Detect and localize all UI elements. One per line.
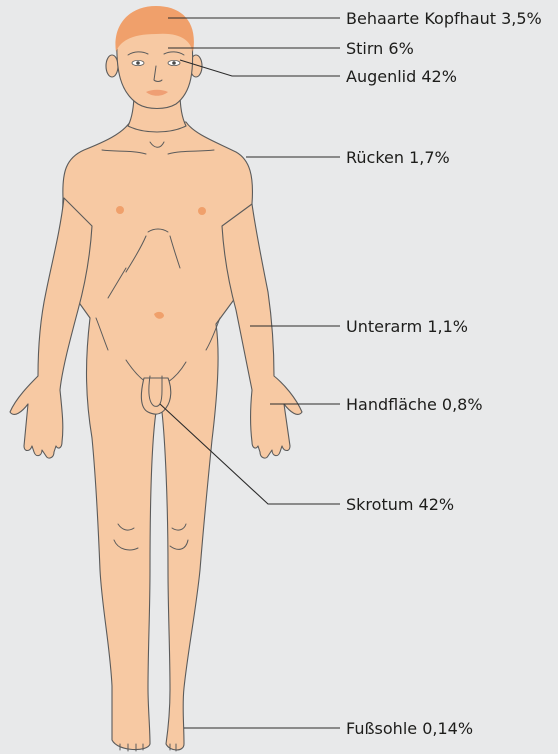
label-scalp: Behaarte Kopfhaut 3,5% [346,9,542,28]
left-pupil [136,61,140,65]
label-sole: Fußsohle 0,14% [346,719,473,738]
right-pupil [172,61,176,65]
left-nipple [116,206,124,214]
human-figure [10,6,302,751]
left-ear [106,55,118,77]
label-scrotum: Skrotum 42% [346,495,454,514]
left-arm [10,198,92,458]
label-forearm: Unterarm 1,1% [346,317,468,336]
labels: Behaarte Kopfhaut 3,5% Stirn 6% Augenlid… [346,9,542,738]
label-palm: Handfläche 0,8% [346,395,483,414]
torso-legs [60,122,252,750]
label-back: Rücken 1,7% [346,148,450,167]
label-eyelid: Augenlid 42% [346,67,457,86]
head [117,30,193,109]
right-arm [222,204,302,458]
label-forehead: Stirn 6% [346,39,414,58]
leader-eyelid [180,60,340,76]
right-nipple [198,207,206,215]
